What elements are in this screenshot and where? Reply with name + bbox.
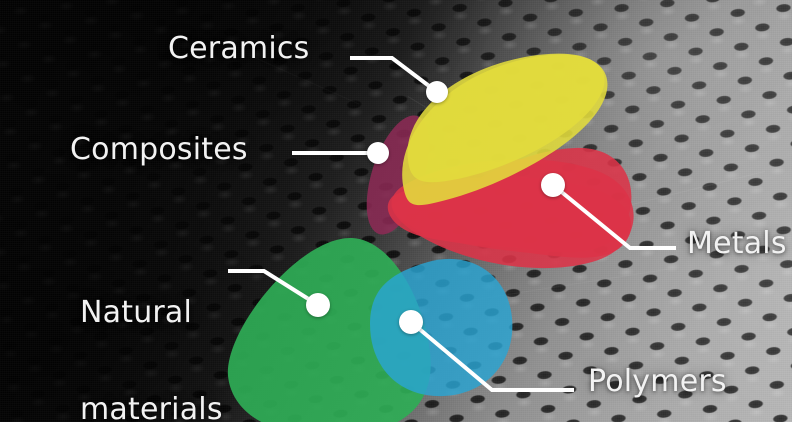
leader-line-natural-materials — [228, 269, 320, 307]
natural-materials-blob — [227, 237, 431, 422]
leader-line-ceramics — [350, 56, 439, 94]
callout-dot-metals[interactable] — [541, 173, 565, 197]
callout-dot-natural-materials[interactable] — [306, 293, 330, 317]
callout-dot-polymers[interactable] — [399, 310, 423, 334]
label-polymers[interactable]: Polymers — [588, 364, 727, 399]
label-natural-materials-line-2: materials — [80, 391, 223, 422]
leader-line-metals — [551, 183, 676, 250]
label-natural-materials[interactable]: Natural materials — [80, 232, 223, 422]
label-ceramics[interactable]: Ceramics — [168, 31, 310, 66]
leader-line-polymers — [409, 320, 574, 392]
callout-dot-composites[interactable] — [367, 142, 389, 164]
label-composites[interactable]: Composites — [70, 132, 248, 167]
label-metals[interactable]: Metals — [687, 226, 787, 261]
callout-dot-ceramics[interactable] — [426, 81, 448, 103]
label-natural-materials-line-1: Natural — [80, 294, 193, 330]
ceramics-blob-body — [402, 54, 608, 206]
polymers-blob — [370, 258, 513, 397]
